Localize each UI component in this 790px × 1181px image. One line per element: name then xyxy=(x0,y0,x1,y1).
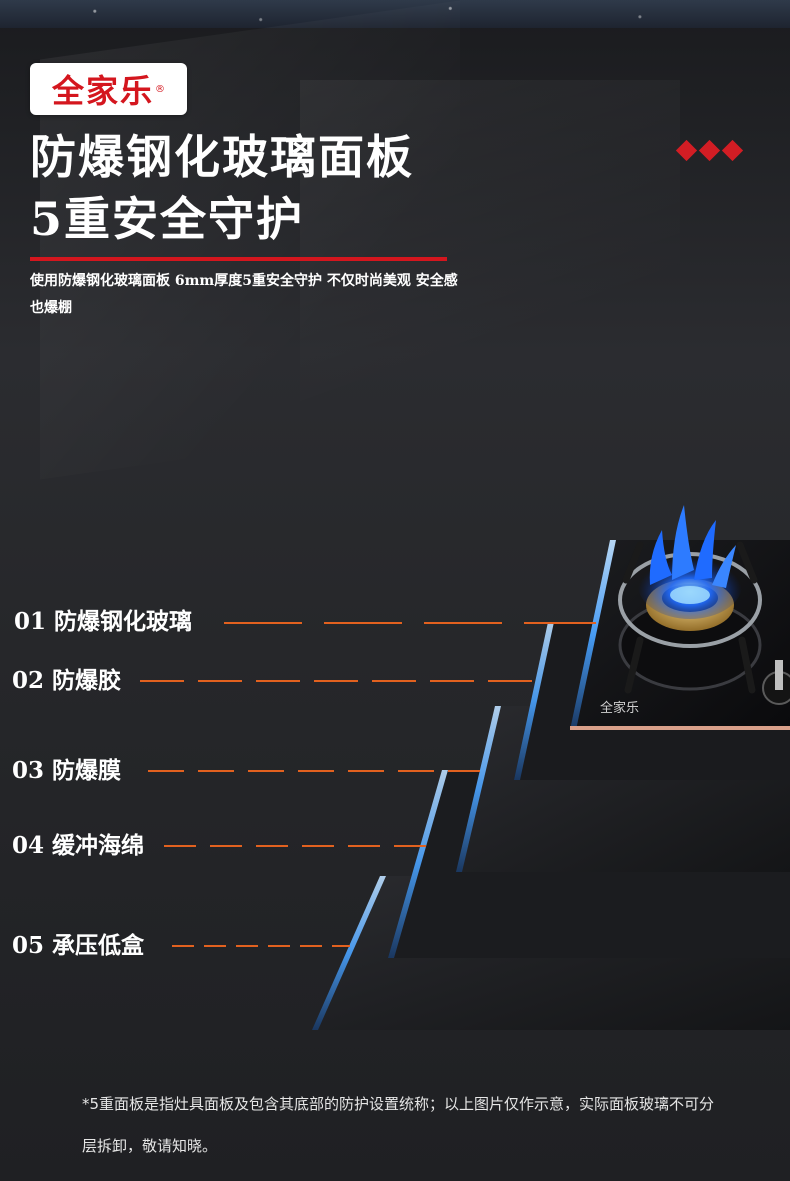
leader-lines xyxy=(140,622,596,947)
layer-label-04: 04 缓冲海绵 xyxy=(12,832,145,859)
layer-label-03: 03 防爆膜 xyxy=(12,757,122,784)
headline-line-2: 5重安全守护 xyxy=(30,192,305,246)
flame-icon xyxy=(638,505,742,619)
feature-description: 使用防爆钢化玻璃面板 6mm厚度5重安全守护 不仅时尚美观 安全感也爆棚 xyxy=(30,273,458,316)
layer-label-02: 02 防爆胶 xyxy=(12,667,122,694)
headline-line-1: 防爆钢化玻璃面板 xyxy=(30,130,414,184)
brand-logo-text: 全家乐 xyxy=(51,72,154,110)
layer-01-tempered-glass: 全家乐 xyxy=(570,505,790,730)
layer-label-05: 05 承压低盒 xyxy=(12,932,145,959)
layer-label-01: 01 防爆钢化玻璃 xyxy=(14,608,193,635)
starry-top-band xyxy=(0,0,790,28)
brand-logo: 全家乐® xyxy=(30,63,187,115)
registered-mark: ® xyxy=(155,83,165,95)
panel-brand-mark: 全家乐 xyxy=(600,700,639,716)
disclaimer-footnote: *5重面板是指灶具面板及包含其底部的防护设置统称；以上图片仅作示意，实际面板玻璃… xyxy=(82,1095,715,1155)
title-underline xyxy=(30,257,447,261)
window-light-reflection-secondary xyxy=(300,80,680,460)
knob-icon xyxy=(762,660,790,705)
